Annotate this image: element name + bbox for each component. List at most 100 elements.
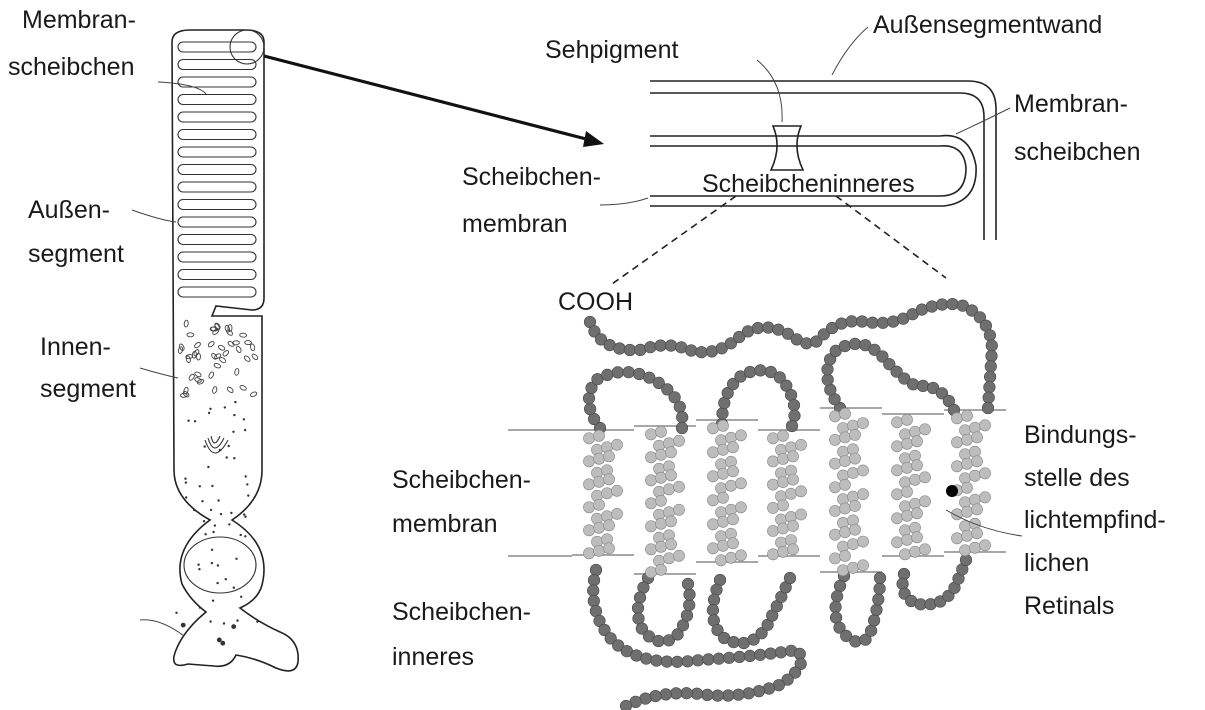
loop-residue xyxy=(867,317,879,329)
helix-residue xyxy=(717,516,728,527)
helix-residue xyxy=(725,432,736,443)
rod-terminal-leader xyxy=(140,620,184,636)
helix-residue xyxy=(767,549,778,560)
loop-residue xyxy=(762,322,774,334)
helix-residue xyxy=(909,498,920,509)
helix-residue xyxy=(971,456,982,467)
helix-residue xyxy=(725,456,736,467)
helix-residue xyxy=(839,550,850,561)
cytoplasm-dot xyxy=(217,638,222,643)
mitochondrion xyxy=(184,320,189,327)
helix-residue xyxy=(725,504,736,515)
helix-residue xyxy=(655,472,666,483)
helix-residue xyxy=(727,466,738,477)
cytoplasm-dot xyxy=(197,564,199,566)
mitochondrion xyxy=(235,345,242,353)
loop-residue xyxy=(947,298,959,310)
helix-residue xyxy=(909,426,920,437)
mitochondrion xyxy=(224,325,230,333)
loop-residue xyxy=(707,604,719,616)
cytoplasm-dot xyxy=(223,622,225,624)
helix-residue xyxy=(959,449,970,460)
loop-residue xyxy=(753,685,765,697)
helix-residue xyxy=(673,504,684,515)
helix-residue xyxy=(979,492,990,503)
rod-disc xyxy=(178,112,256,122)
helix-residue xyxy=(909,522,920,533)
helix-residue xyxy=(663,484,674,495)
helix-residue xyxy=(787,474,798,485)
helix-residue xyxy=(911,436,922,447)
loop-residue xyxy=(822,364,834,376)
loop-residue xyxy=(587,585,599,597)
rod-disc xyxy=(178,217,256,227)
mitochondrion xyxy=(178,346,184,354)
loop-residue xyxy=(755,365,767,377)
helix-residue xyxy=(583,479,594,490)
helix-residue xyxy=(593,476,604,487)
helix-residue xyxy=(665,516,676,527)
helix-residue xyxy=(849,524,860,535)
rod-disc xyxy=(178,200,256,210)
helix-residue xyxy=(899,549,910,560)
cytoplasm-dot xyxy=(230,512,232,514)
loop-residue xyxy=(623,366,635,378)
loop-residue xyxy=(825,384,837,396)
loop-residue xyxy=(907,379,919,391)
helix-residue xyxy=(847,562,858,573)
loop-residue xyxy=(834,580,846,592)
helix-residue xyxy=(899,501,910,512)
cytoplasm-dot xyxy=(233,414,235,416)
rod-disc xyxy=(178,287,256,297)
cytoplasm-dot xyxy=(199,606,201,608)
helix-residue xyxy=(655,495,666,506)
mitochondrion xyxy=(188,373,195,381)
helix-residue xyxy=(891,441,902,452)
loop-residue xyxy=(684,589,696,601)
loop-residue xyxy=(660,689,672,701)
helix-residue xyxy=(971,432,982,443)
loop-residue xyxy=(641,653,653,665)
cytoplasm-dot xyxy=(246,483,248,485)
helix-residue xyxy=(583,433,594,444)
helix-residue xyxy=(829,529,840,540)
helix-residue xyxy=(725,528,736,539)
cytoplasm-dot xyxy=(209,620,211,622)
mitochondrion xyxy=(194,371,202,378)
visual-pigment-shape xyxy=(771,126,803,170)
helix-residue xyxy=(645,452,656,463)
cytoplasm-dot xyxy=(228,523,230,525)
helix-residue xyxy=(899,477,910,488)
cytoplasm-dot xyxy=(224,406,226,408)
loop-residue xyxy=(789,410,801,422)
mitochondrion xyxy=(207,341,215,348)
mitochondrion xyxy=(239,385,247,392)
cytoplasm-dot xyxy=(185,481,187,483)
cytoplasm-dot xyxy=(184,478,186,480)
mitochondrion xyxy=(212,386,218,394)
helix-residue xyxy=(899,525,910,536)
helix-residue xyxy=(849,453,860,464)
cytoplasm-dot xyxy=(175,612,177,614)
cytoplasm-dot xyxy=(233,457,235,459)
helix-residue xyxy=(839,503,850,514)
zoom-arrow-line xyxy=(264,56,590,140)
helix-residue xyxy=(891,417,902,428)
helix-residue xyxy=(725,480,736,491)
cytoplasm-dot xyxy=(219,449,221,451)
rod-disc xyxy=(178,270,256,280)
helix-residue xyxy=(603,451,614,462)
cytoplasm-dot xyxy=(211,485,213,487)
mitochondrion xyxy=(243,355,251,363)
helix-residue xyxy=(919,424,930,435)
loop-residue xyxy=(801,338,813,350)
mitochondrion xyxy=(245,340,252,344)
helix-residue xyxy=(665,447,676,458)
cytoplasm-dot xyxy=(210,509,212,511)
loop-residue xyxy=(874,583,886,595)
loop-residue xyxy=(839,340,851,352)
loop-residue xyxy=(984,330,996,342)
cytoplasm-dot xyxy=(208,412,210,414)
helix-residue xyxy=(717,420,728,431)
helix-residue xyxy=(979,540,990,551)
